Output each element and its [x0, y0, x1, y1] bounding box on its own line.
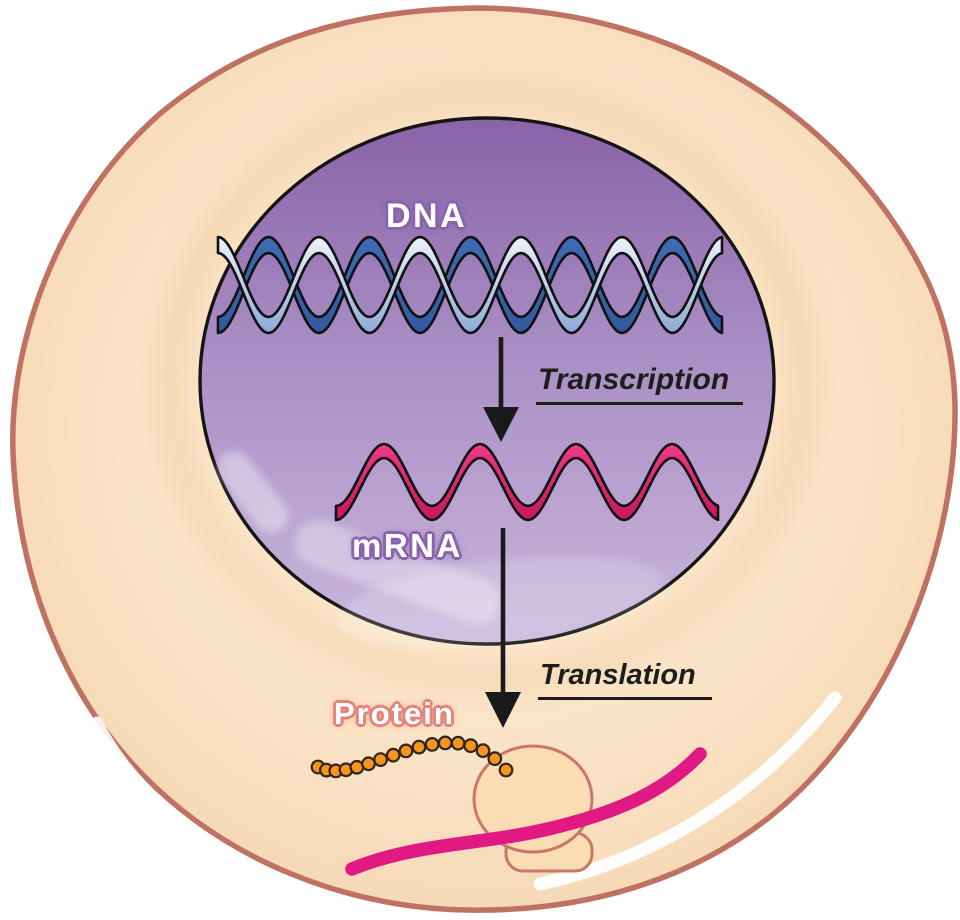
protein-bead [463, 738, 479, 754]
mrna-label: mRNA [352, 527, 463, 564]
dna-strand-dark [216, 235, 724, 335]
translation-arrow [485, 528, 521, 728]
transcription-arrow [483, 337, 519, 442]
protein-chain [310, 735, 514, 779]
protein-label: Protein [334, 696, 455, 731]
dna-helix [216, 235, 724, 335]
nucleus-highlights [217, 451, 664, 649]
protein-bead [373, 752, 389, 767]
cell-highlight-bottom-right [533, 691, 842, 891]
dna-strand-light [216, 235, 724, 335]
cell-highlight-bottom-left [91, 716, 308, 894]
protein-bead [475, 743, 491, 759]
translation-label: Translation [538, 659, 712, 700]
protein-bead [398, 743, 414, 759]
protein-bead [361, 756, 376, 772]
protein-bead [498, 762, 514, 778]
mrna-wave [334, 442, 720, 522]
mrna-strand-cytoplasm [345, 747, 707, 876]
protein-bead [411, 739, 427, 755]
protein-bead [385, 747, 401, 763]
protein-bead [424, 737, 440, 752]
protein-bead [450, 735, 466, 751]
protein-bead [437, 735, 453, 751]
dna-label: DNA [386, 197, 468, 235]
cytoplasm-shading [154, 76, 820, 694]
protein-bead [487, 751, 503, 767]
transcription-label: Transcription [536, 363, 744, 405]
